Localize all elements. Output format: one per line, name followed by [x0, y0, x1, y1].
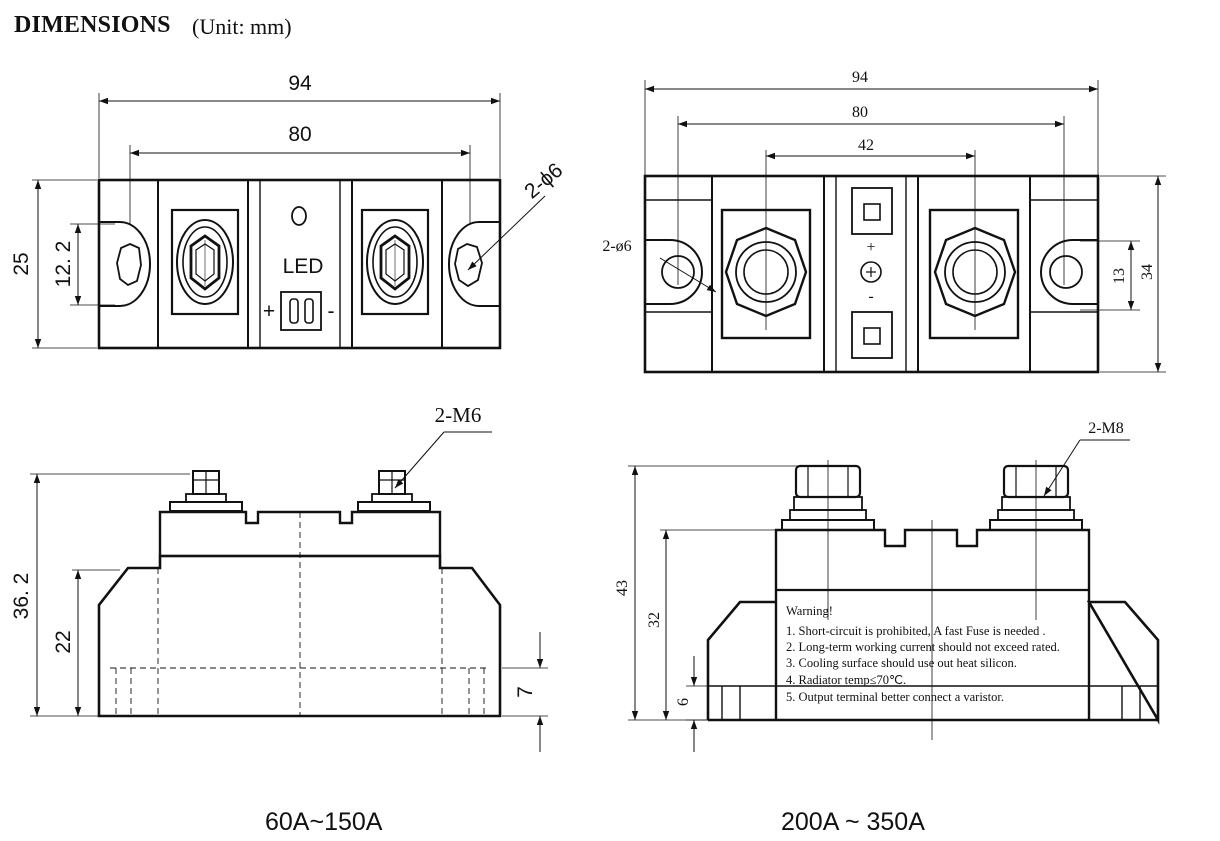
right-top-dim-42-label: 42	[858, 137, 874, 154]
right-side-dim-43-label: 43	[614, 580, 631, 596]
led-label: LED	[283, 255, 324, 278]
left-side-dim-7-label: 7	[514, 686, 537, 698]
left-plus-sign: +	[263, 300, 275, 323]
page-title: DIMENSIONS	[14, 12, 171, 38]
left-top-dim-25-label: 25	[10, 252, 33, 275]
left-side-dim-22-label: 22	[52, 630, 75, 653]
right-top-view	[643, 80, 1166, 374]
warning-line-2: 2. Long-term working current should not …	[786, 640, 1060, 654]
polarity-mark-icon	[860, 261, 882, 283]
left-side-dim-36-2-label: 36. 2	[10, 573, 33, 620]
right-top-dim-80-label: 80	[852, 104, 868, 121]
right-side-view	[628, 439, 1160, 752]
right-side-dim-6-label: 6	[675, 698, 692, 706]
right-side-dim-32-label: 32	[646, 612, 663, 628]
warning-line-1: 1. Short-circuit is prohibited, A fast F…	[786, 624, 1046, 638]
right-top-dim-34-label: 34	[1139, 264, 1156, 280]
left-top-view	[32, 93, 546, 350]
warning-label: Warning! 1. Short-circuit is prohibited,…	[786, 604, 1060, 704]
led-indicator-icon	[291, 206, 307, 226]
right-plus-sign: +	[866, 239, 875, 256]
warning-title: Warning!	[786, 604, 833, 618]
right-top-dim-94-label: 94	[852, 69, 868, 86]
warning-line-3: 3. Cooling surface should use out heat s…	[786, 656, 1017, 670]
warning-line-5: 5. Output terminal better connect a vari…	[786, 690, 1004, 704]
right-minus-sign: -	[868, 288, 873, 305]
right-top-holes-label: 2-ø6	[602, 238, 631, 255]
right-side-screws-label: 2-M8	[1088, 420, 1124, 437]
right-model-caption: 200A ~ 350A	[781, 808, 925, 836]
right-top-dim-13-label: 13	[1111, 268, 1128, 284]
left-top-dim-94-label: 94	[288, 72, 312, 95]
unit-note: (Unit: mm)	[192, 14, 292, 39]
left-model-caption: 60A~150A	[265, 808, 383, 836]
left-side-screws-label: 2-M6	[435, 403, 482, 427]
left-side-view	[30, 431, 548, 752]
left-top-dim-80-label: 80	[288, 123, 311, 146]
left-minus-sign: -	[328, 300, 335, 323]
warning-line-4: 4. Radiator temp≤70℃.	[786, 673, 906, 687]
left-top-dim-12-2-label: 12. 2	[52, 241, 75, 288]
